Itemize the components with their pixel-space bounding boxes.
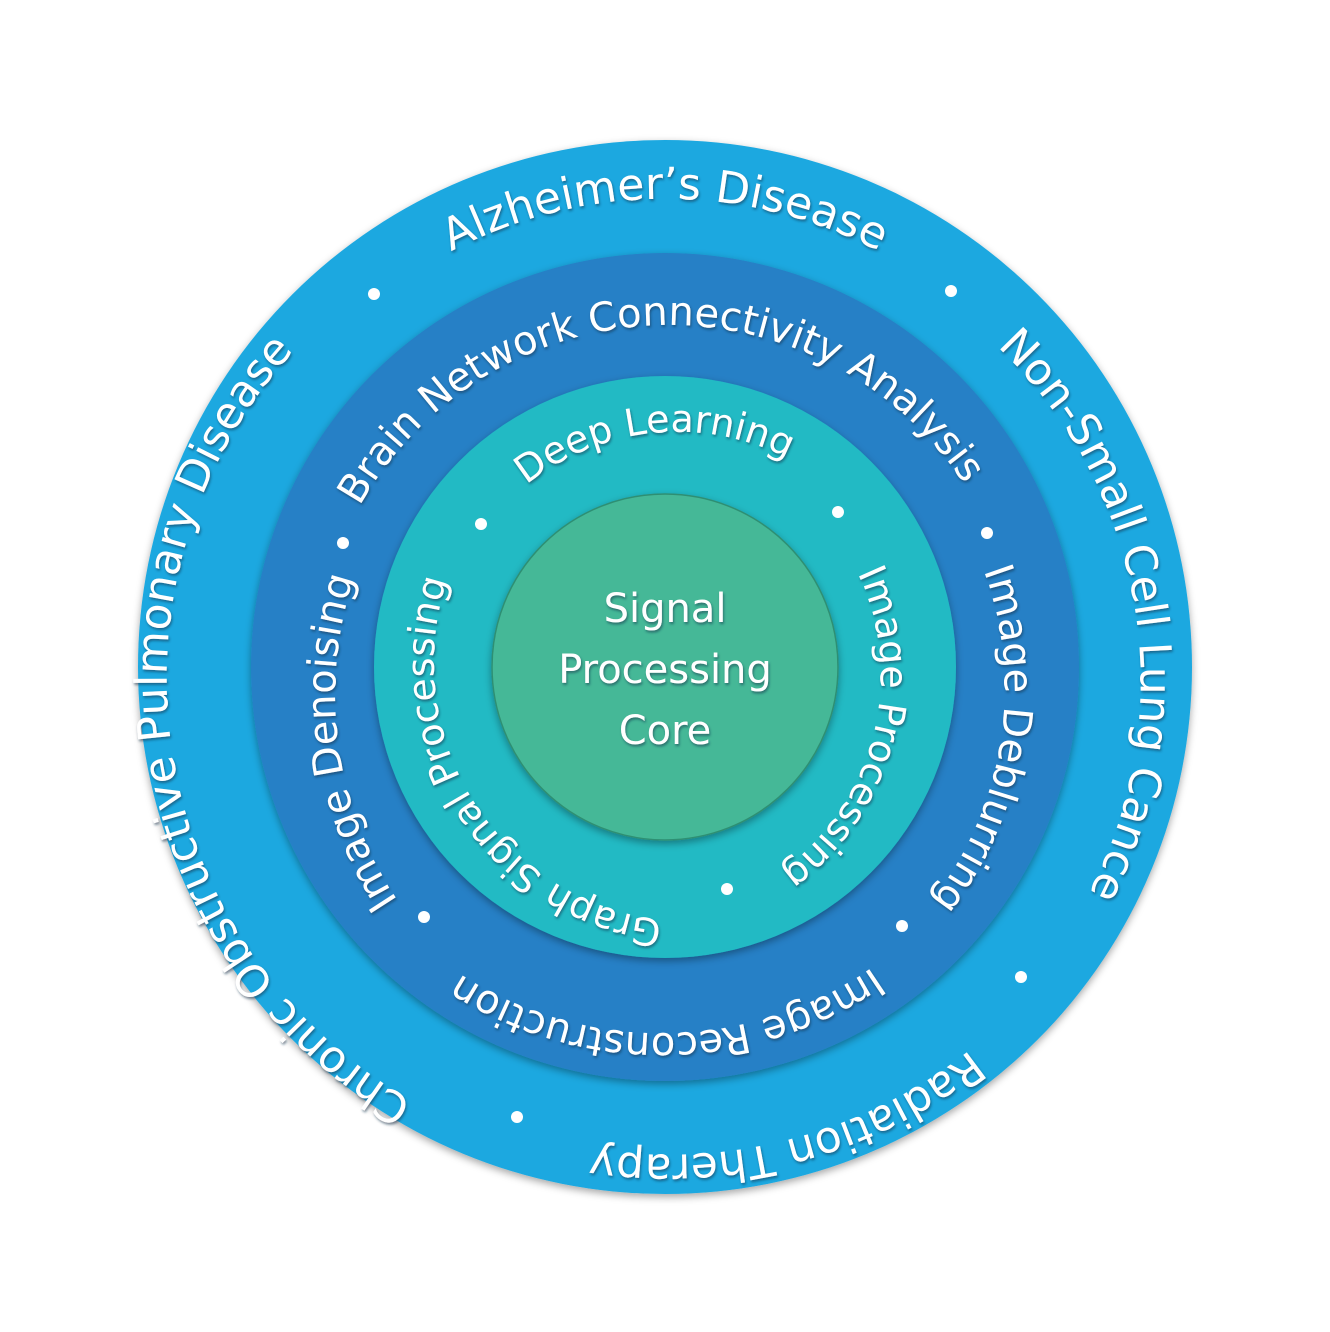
inner-separator-dot (832, 506, 844, 518)
middle-separator-dot (337, 537, 349, 549)
middle-separator-dot (981, 527, 993, 539)
middle-separator-dot (896, 920, 908, 932)
core-circle (491, 493, 839, 841)
inner-separator-dot (475, 518, 487, 530)
outer-separator-dot (511, 1111, 523, 1123)
core-line-3: Core (619, 708, 712, 754)
middle-separator-dot (418, 911, 430, 923)
outer-separator-dot (945, 285, 957, 297)
core-line-1: Signal (604, 586, 727, 632)
outer-separator-dot (368, 288, 380, 300)
inner-separator-dot (721, 883, 733, 895)
core-line-2: Processing (558, 647, 772, 693)
outer-separator-dot (1015, 971, 1027, 983)
